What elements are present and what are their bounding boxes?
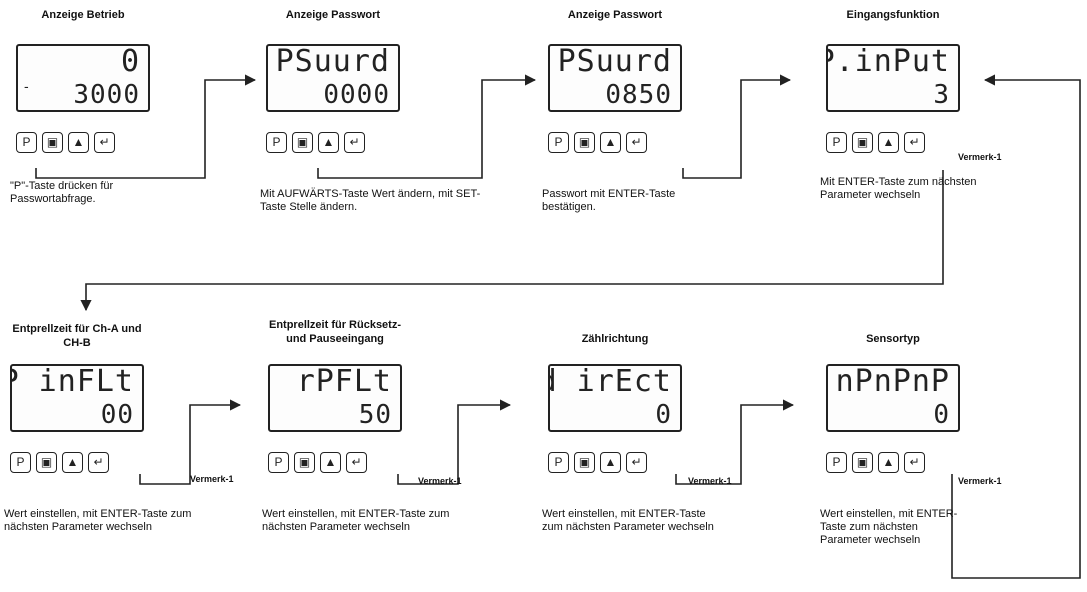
set-key-icon: ▣: [852, 452, 873, 473]
p-key-icon: P: [548, 132, 569, 153]
lcd-bottom-line: 0000: [323, 80, 390, 110]
lcd-bottom-line: 3000: [73, 80, 140, 110]
note-label: Vermerk-1: [958, 476, 1002, 486]
arrow-1-2: [35, 74, 257, 179]
arrow-7-8: [675, 399, 795, 485]
lcd-bottom-line: 3: [933, 80, 950, 110]
panel-title: Entprellzeit für Ch-A und CH-B: [12, 323, 142, 349]
panel-title: Anzeige Passwort: [567, 9, 663, 21]
lcd-top-line: PSuurd: [275, 44, 390, 79]
panel-title: Sensortyp: [866, 333, 920, 345]
panel-description: Wert einstellen, mit ENTER-Taste zum näc…: [262, 508, 450, 533]
panel-title: Anzeige Betrieb: [41, 9, 125, 21]
note-label: Vermerk-1: [958, 152, 1002, 162]
up-key-icon: ▲: [878, 452, 899, 473]
key-row: P▣▲↵: [826, 132, 930, 153]
enter-key-icon: ↵: [626, 132, 647, 153]
arrow-5-6: [139, 399, 242, 485]
panel-description: Mit ENTER-Taste zum nächsten Parameter w…: [820, 176, 977, 201]
enter-key-icon: ↵: [344, 132, 365, 153]
up-key-icon: ▲: [68, 132, 89, 153]
set-key-icon: ▣: [36, 452, 57, 473]
arrow-6-7: [397, 399, 512, 485]
panel-title: Eingangsfunktion: [846, 9, 940, 21]
panel-title: Zählrichtung: [581, 333, 649, 345]
panel-description: Wert einstellen, mit ENTER-Taste zum näc…: [542, 508, 714, 533]
p-key-icon: P: [548, 452, 569, 473]
set-key-icon: ▣: [574, 452, 595, 473]
lcd-bottom-line: 00: [100, 400, 134, 430]
lcd-top-line: d irEct: [548, 364, 672, 399]
up-key-icon: ▲: [600, 132, 621, 153]
key-row: P▣▲↵: [548, 132, 652, 153]
up-key-icon: ▲: [318, 132, 339, 153]
p-key-icon: P: [16, 132, 37, 153]
arrow-3-4: [682, 74, 792, 179]
lcd-minus-segment: -: [24, 78, 29, 94]
p-key-icon: P: [268, 452, 289, 473]
lcd-top-line: nPnPnP: [835, 364, 950, 399]
up-key-icon: ▲: [600, 452, 621, 473]
note-label: Vermerk-1: [418, 476, 462, 486]
set-key-icon: ▣: [292, 132, 313, 153]
panel-description: Passwort mit ENTER-Taste bestätigen.: [542, 188, 676, 213]
enter-key-icon: ↵: [94, 132, 115, 153]
lcd-top-line: P.inPut: [826, 44, 950, 79]
lcd-bottom-line: 0: [933, 400, 950, 430]
up-key-icon: ▲: [320, 452, 341, 473]
panel-description: Mit AUFWÄRTS-Taste Wert ändern, mit SET-…: [260, 188, 481, 213]
key-row: P▣▲↵: [10, 452, 114, 473]
key-row: P▣▲↵: [548, 452, 652, 473]
key-row: P▣▲↵: [826, 452, 930, 473]
panel-title: Anzeige Passwort: [285, 9, 381, 21]
panel-description: Wert einstellen, mit ENTER-Taste zum näc…: [820, 508, 958, 546]
up-key-icon: ▲: [62, 452, 83, 473]
note-label: Vermerk-1: [190, 474, 234, 484]
p-key-icon: P: [10, 452, 31, 473]
enter-key-icon: ↵: [346, 452, 367, 473]
panel-description: "P"-Taste drücken für Passwortabfrage.: [10, 180, 114, 205]
arrow-2-3: [317, 74, 537, 179]
up-key-icon: ▲: [878, 132, 899, 153]
p-key-icon: P: [266, 132, 287, 153]
lcd-top-line: 0: [120, 44, 140, 79]
panel-description: Wert einstellen, mit ENTER-Taste zum näc…: [4, 508, 192, 533]
panel-title: Entprellzeit für Rücksetz- und Pauseeing…: [268, 319, 402, 345]
lcd-bottom-line: 50: [358, 400, 392, 430]
lcd-bottom-line: 0: [655, 400, 672, 430]
arrow-4-5: [80, 170, 944, 312]
lcd-top-line: rPFLt: [296, 364, 392, 399]
lcd-top-line: PSuurd: [557, 44, 672, 79]
set-key-icon: ▣: [852, 132, 873, 153]
arrow-return: [951, 74, 1081, 579]
set-key-icon: ▣: [574, 132, 595, 153]
enter-key-icon: ↵: [904, 452, 925, 473]
set-key-icon: ▣: [42, 132, 63, 153]
key-row: P▣▲↵: [16, 132, 120, 153]
set-key-icon: ▣: [294, 452, 315, 473]
p-key-icon: P: [826, 452, 847, 473]
lcd-bottom-line: 0850: [605, 80, 672, 110]
key-row: P▣▲↵: [268, 452, 372, 473]
enter-key-icon: ↵: [626, 452, 647, 473]
note-label: Vermerk-1: [688, 476, 732, 486]
lcd-top-line: P inFLt: [10, 364, 134, 399]
p-key-icon: P: [826, 132, 847, 153]
key-row: P▣▲↵: [266, 132, 370, 153]
enter-key-icon: ↵: [904, 132, 925, 153]
enter-key-icon: ↵: [88, 452, 109, 473]
